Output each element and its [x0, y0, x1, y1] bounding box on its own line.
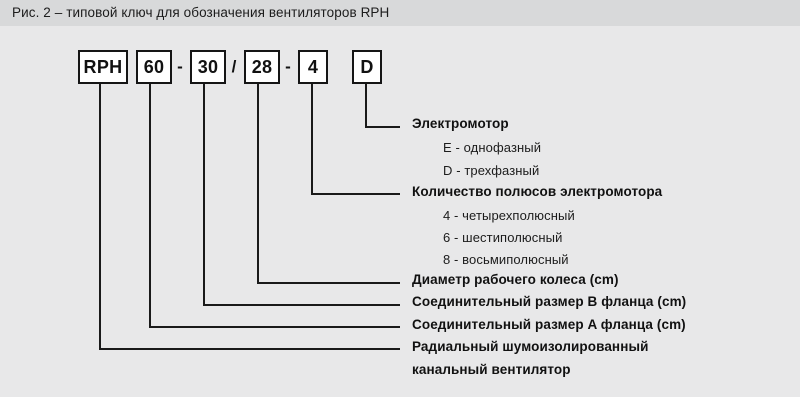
figure-body [0, 0, 800, 397]
legend-title-flange-a: Соединительный размер A фланца (cm) [412, 317, 686, 332]
connector-impeller [257, 84, 400, 284]
code-separator: - [285, 57, 291, 76]
legend-title-impeller: Диаметр рабочего колеса (cm) [412, 272, 619, 287]
figure-caption-bar: Рис. 2 – типовой ключ для обозначения ве… [0, 0, 800, 26]
legend-option-motor-2: D - трехфазный [443, 163, 540, 178]
legend-title-fan-line2: канальный вентилятор [412, 362, 571, 377]
code-separator: - [177, 57, 183, 76]
legend-option-poles-2: 6 - шестиполюсный [443, 230, 563, 245]
code-box-4: 4 [298, 50, 328, 84]
code-box-rph: RPH [78, 50, 128, 84]
code-box-28: 28 [244, 50, 280, 84]
connector-lines [99, 84, 400, 350]
legend-option-poles-3: 8 - восьмиполюсный [443, 252, 569, 267]
connector-flange-b [203, 84, 400, 306]
legend-title-poles: Количество полюсов электромотора [412, 184, 663, 199]
code-separator: / [231, 57, 237, 76]
connector-fan [99, 84, 400, 350]
legend-title-flange-b: Соединительный размер B фланца (cm) [412, 294, 687, 309]
code-box-30: 30 [190, 50, 226, 84]
legend-option-motor-1: E - однофазный [443, 140, 542, 155]
connector-motor [365, 84, 400, 128]
figure-caption: Рис. 2 – типовой ключ для обозначения ве… [12, 5, 390, 20]
legend-title-fan-line1: Радиальный шумоизолированный [412, 339, 649, 354]
code-box-d: D [352, 50, 382, 84]
connector-flange-a [149, 84, 400, 328]
legend-option-poles-1: 4 - четырехполюсный [443, 208, 575, 223]
code-box-60: 60 [136, 50, 172, 84]
legend-title-motor: Электромотор [412, 116, 509, 131]
connector-poles [311, 84, 400, 195]
